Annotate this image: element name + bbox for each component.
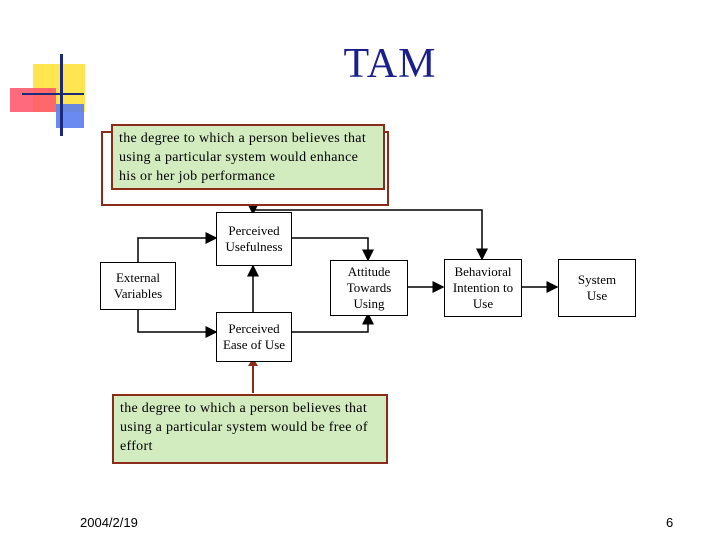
node-label: Behavioral Intention to Use [452,264,514,311]
callout-pointer-ease-head [248,358,258,366]
page-number: 6 [666,515,674,530]
node-perceived-ease-of-use: Perceived Ease of Use [216,312,292,362]
arrow-usefulness-to-attitude [290,237,374,262]
decor-red-square [10,88,56,112]
node-behavioral-intention: Behavioral Intention to Use [444,259,522,317]
note-usefulness-definition: the degree to which a person believes th… [111,124,385,190]
node-label: System Use [577,272,617,303]
node-label: External Variables [113,270,163,301]
footer-date: 2004/2/19 [80,515,138,530]
node-label: Attitude Towards Using [346,264,392,311]
arrow-ease-to-attitude [290,312,374,333]
slide-title: TAM [343,41,437,87]
decor-horizontal-line [22,93,84,95]
node-label: Perceived Usefulness [225,223,283,254]
node-perceived-usefulness: Perceived Usefulness [216,212,292,266]
note-ease-definition: the degree to which a person believes th… [112,394,388,464]
arrow-external-to-ease [137,308,218,338]
node-label: Perceived Ease of Use [222,321,286,352]
node-system-use: System Use [558,259,636,317]
decor-vertical-line [60,54,63,136]
node-external-variables: External Variables [100,262,176,310]
arrow-external-to-usefulness [137,232,218,262]
node-attitude: Attitude Towards Using [330,260,408,316]
